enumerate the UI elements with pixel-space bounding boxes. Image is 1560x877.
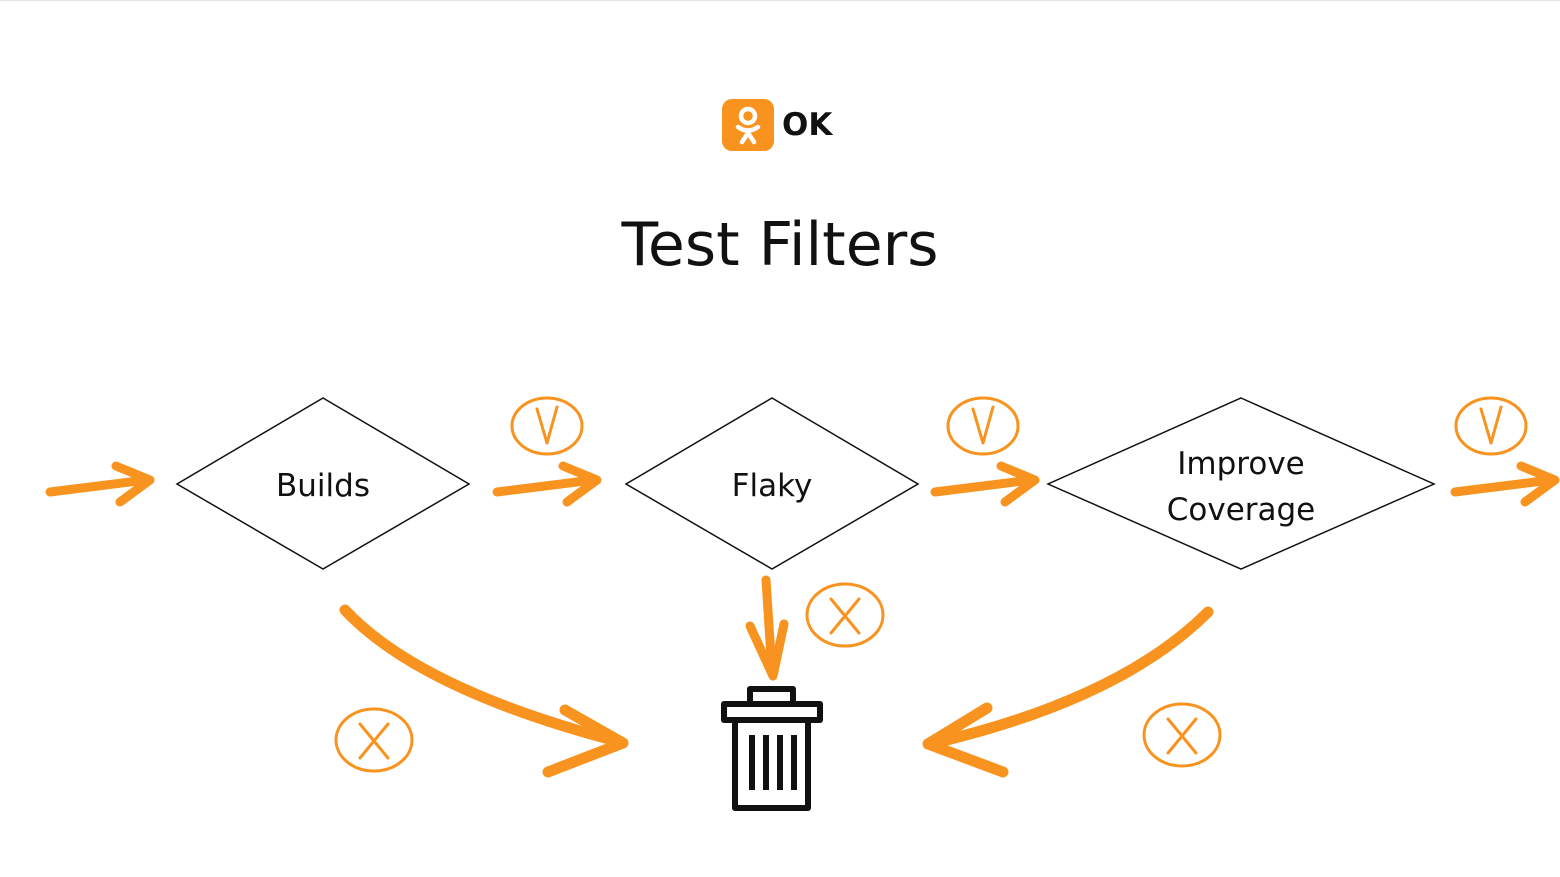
check-circle-icon [1454, 396, 1528, 456]
check-circle-icon [510, 396, 584, 456]
cross-circle-icon [805, 582, 885, 648]
arrow-right-icon [50, 466, 150, 502]
decision-node-flaky: Flaky [624, 397, 920, 570]
decision-node-builds: Builds [175, 397, 471, 570]
brand-name: OK [782, 107, 833, 143]
node-label: Improve [1177, 446, 1304, 482]
check-circle-icon [946, 396, 1020, 456]
node-label: Flaky [732, 468, 813, 504]
decision-node-improve-coverage: Improve Coverage [1046, 397, 1436, 570]
trash-icon [721, 686, 823, 811]
ok-logo-icon [722, 99, 774, 151]
node-label: Builds [276, 468, 370, 504]
brand-logo: OK [722, 99, 832, 151]
top-divider [0, 0, 1560, 1]
arrow-right-icon [1455, 466, 1555, 502]
page-title: Test Filters [621, 210, 939, 280]
cross-circle-icon [1142, 702, 1222, 768]
cross-circle-icon [334, 707, 414, 773]
arrow-right-icon [935, 466, 1035, 502]
curved-arrow-icon [922, 606, 1214, 778]
arrow-down-icon [745, 575, 789, 681]
node-label: Coverage [1167, 492, 1316, 528]
arrow-right-icon [497, 466, 597, 502]
curved-arrow-icon [339, 604, 629, 778]
